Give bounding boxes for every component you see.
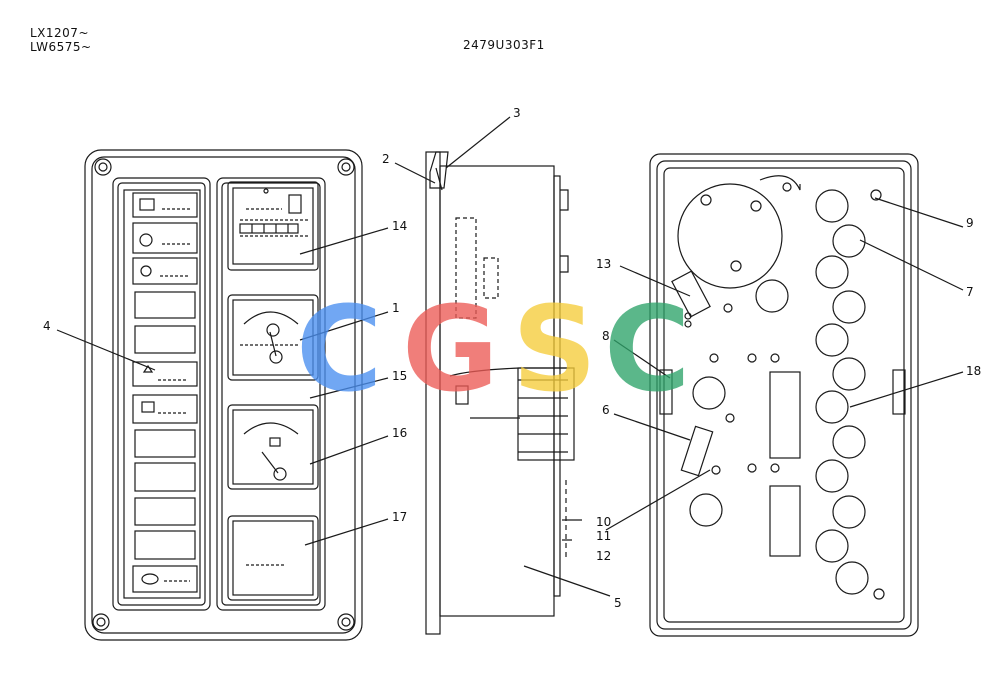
- indicator-lamp-column: [112, 177, 211, 611]
- indicator-lamp-row-3: [132, 257, 198, 285]
- callout-6: 6: [602, 403, 610, 417]
- callout-4: 4: [43, 319, 51, 333]
- callout-5: 5: [614, 596, 622, 610]
- watermark-letter-1: C: [296, 280, 383, 418]
- callout-17: 17: [392, 510, 407, 524]
- side-view: [425, 151, 582, 635]
- callout-13: 13: [596, 257, 611, 271]
- callout-12: 12: [596, 549, 611, 563]
- callout-14: 14: [392, 219, 407, 233]
- indicator-lamp-row-12: [132, 565, 198, 593]
- watermark-letter-4: C: [604, 280, 691, 418]
- callout-11: 11: [596, 529, 611, 543]
- callout-3: 3: [513, 106, 521, 120]
- connector-column: [815, 189, 869, 595]
- indicator-lamp-row-6: [132, 361, 198, 387]
- watermark-letter-2: G: [402, 280, 499, 418]
- callout-16: 16: [392, 426, 407, 440]
- indicator-lamp-row-11: [134, 530, 196, 560]
- callout-9: 9: [966, 216, 974, 230]
- watermark: C G S C: [296, 280, 691, 418]
- drawing-number: 2479U303F1: [463, 38, 545, 52]
- gauge-2: [227, 404, 319, 490]
- callout-1: 1: [392, 301, 400, 315]
- indicator-lamp-row-5: [134, 325, 196, 354]
- callout-7: 7: [966, 285, 974, 299]
- blank-panel: [227, 515, 319, 601]
- callout-labels: 1 2 3 4 5 6 7 8 9 10 11 12 13 14 15 16 1…: [43, 106, 981, 610]
- callout-15: 15: [392, 369, 407, 383]
- indicator-lamp-row-1: [132, 192, 198, 218]
- indicator-lamp-row-8: [134, 429, 196, 458]
- leader-lines: [56, 116, 964, 597]
- model-range-1: LX1207~: [30, 26, 89, 40]
- callout-2: 2: [382, 152, 390, 166]
- indicator-lamp-row-2: [132, 222, 198, 254]
- callout-18: 18: [966, 364, 981, 378]
- rear-panel: [649, 153, 919, 637]
- model-range-2: LW6575~: [30, 40, 92, 54]
- indicator-lamp-row-7: [132, 394, 198, 424]
- indicator-lamp-row-4: [134, 291, 196, 319]
- gauge-1: [227, 294, 319, 381]
- hour-meter: [227, 181, 319, 271]
- callout-10: 10: [596, 515, 611, 529]
- indicator-lamp-row-9: [134, 462, 196, 492]
- front-panel: [84, 149, 363, 641]
- callout-8: 8: [602, 329, 610, 343]
- watermark-letter-3: S: [512, 280, 597, 418]
- indicator-lamp-row-10: [134, 497, 196, 526]
